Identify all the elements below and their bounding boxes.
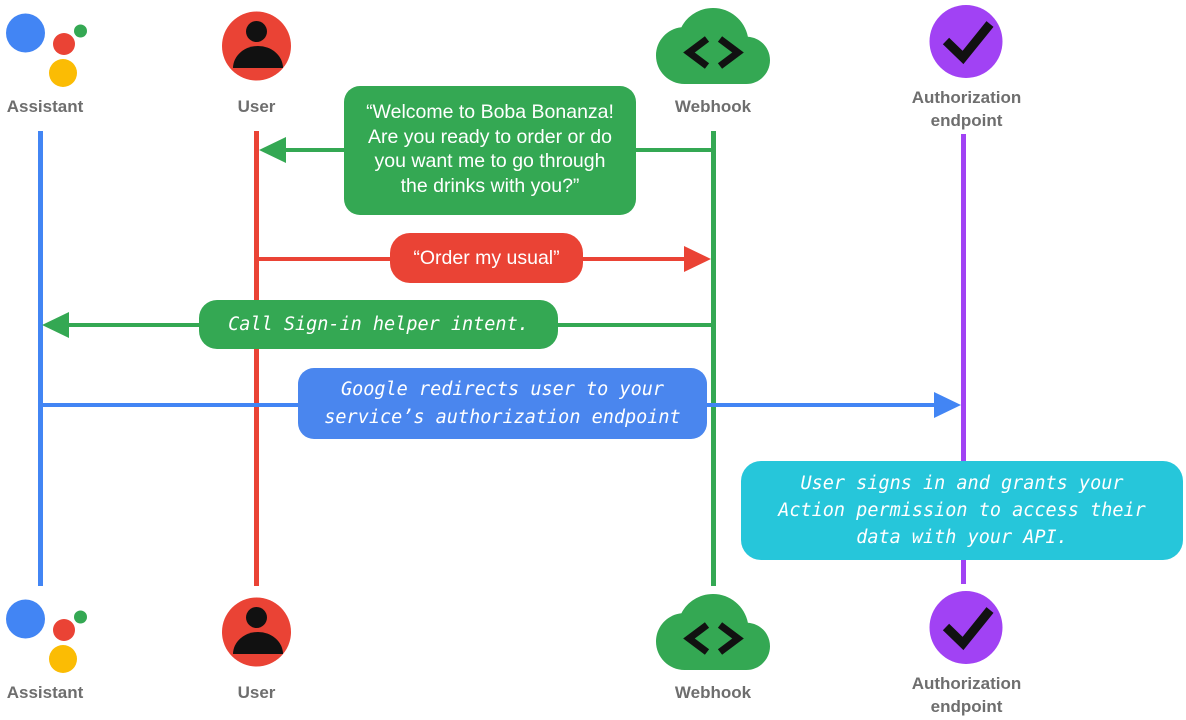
signin-message-bubble: Call Sign-in helper intent. bbox=[199, 300, 558, 349]
webhook-cloud-icon bbox=[656, 8, 770, 84]
authorization-check-icon bbox=[929, 591, 1003, 664]
user-label-bottom: User bbox=[237, 683, 276, 702]
webhook-label-bottom: Webhook bbox=[674, 683, 752, 702]
webhook-cloud-icon bbox=[656, 594, 770, 670]
signin-arrowhead-icon bbox=[42, 312, 69, 338]
webhook-lifeline bbox=[711, 131, 716, 586]
assistant-lifeline bbox=[38, 131, 43, 586]
user-lifeline bbox=[254, 131, 259, 586]
authorization-check-icon bbox=[929, 5, 1003, 78]
user-icon bbox=[222, 11, 291, 81]
assistant-label-top: Assistant bbox=[6, 97, 84, 116]
authorization-lifeline bbox=[961, 134, 966, 584]
user-label-top: User bbox=[237, 97, 276, 116]
order-message-bubble: “Order my usual” bbox=[390, 233, 583, 283]
welcome-message-bubble: “Welcome to Boba Bonanza!Are you ready t… bbox=[344, 86, 636, 215]
user-icon bbox=[222, 597, 291, 667]
welcome-arrowhead-icon bbox=[259, 137, 286, 163]
assistant-label-bottom: Assistant bbox=[6, 683, 84, 702]
redirect-arrowhead-icon bbox=[934, 392, 961, 418]
assistant-logo-icon bbox=[6, 599, 87, 673]
assistant-logo-icon bbox=[6, 13, 87, 87]
order-arrowhead-icon bbox=[684, 246, 711, 272]
webhook-label-top: Webhook bbox=[674, 97, 752, 116]
